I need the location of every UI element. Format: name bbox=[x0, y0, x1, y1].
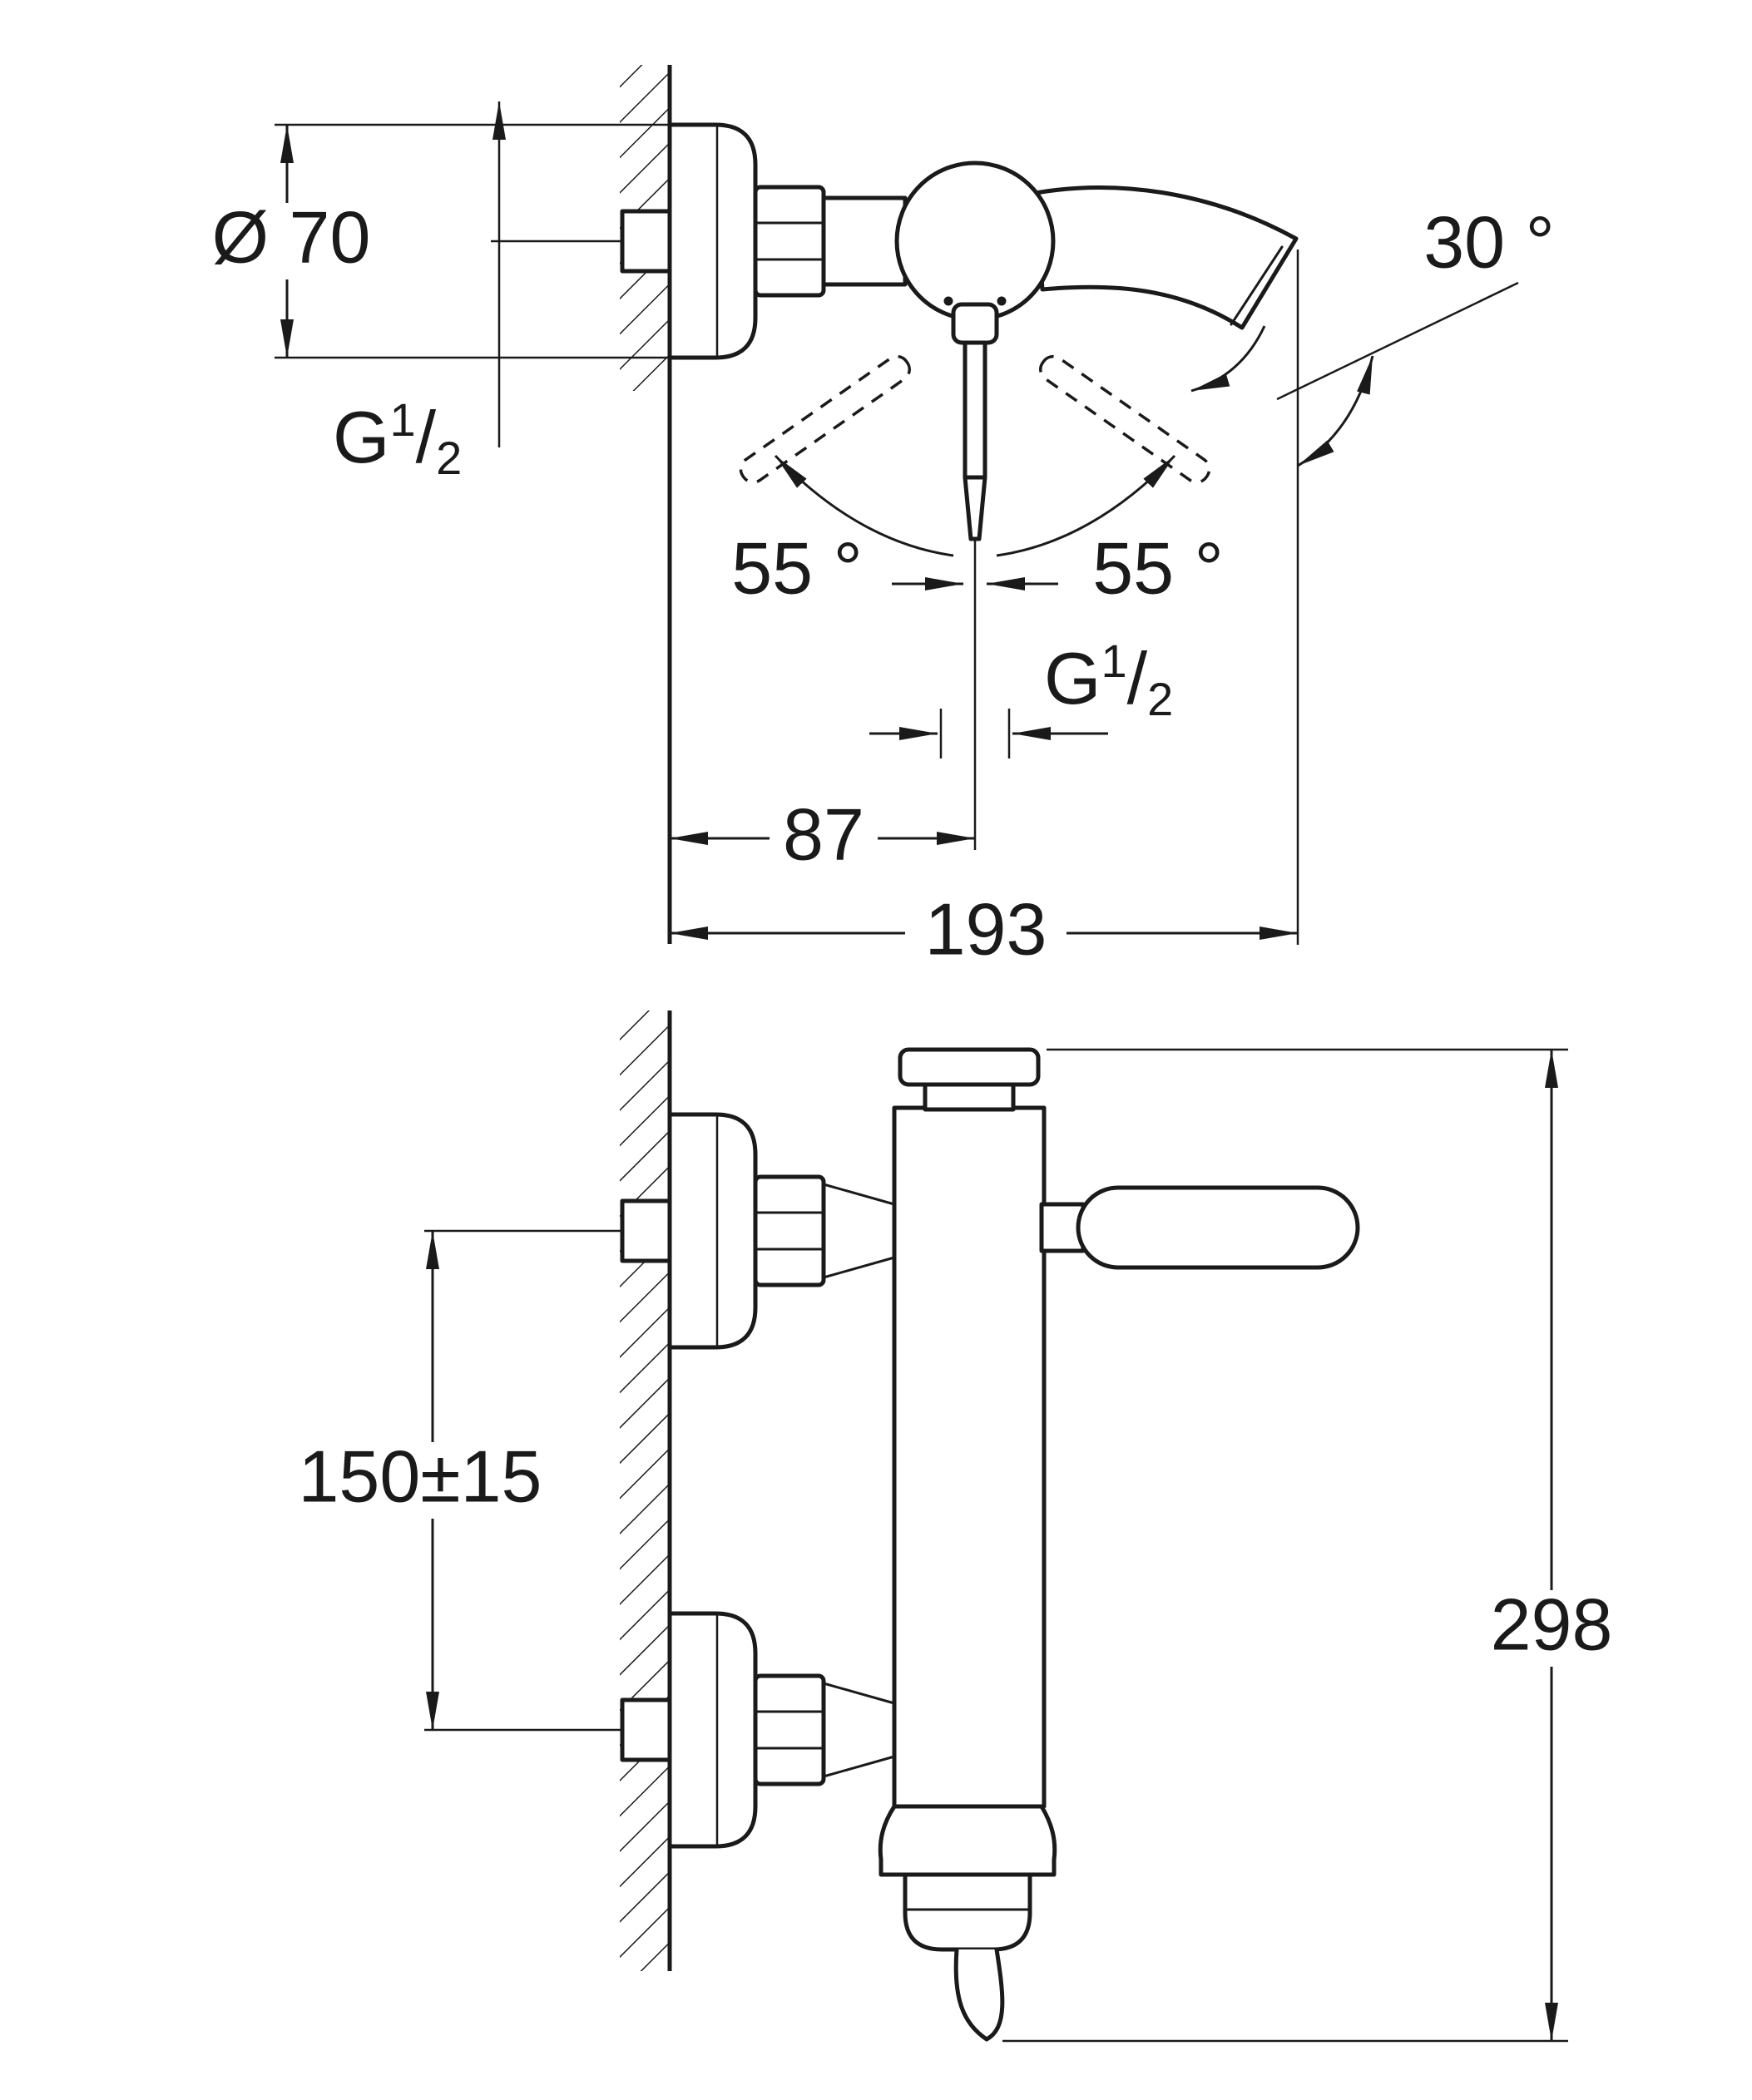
dim-150: 150±15 bbox=[293, 1231, 547, 1730]
top-view: Ø 70 G1/2 55 ° bbox=[210, 65, 1555, 971]
inlet-tail-fitting bbox=[620, 209, 672, 274]
mixer-body bbox=[892, 1105, 1047, 1809]
lever-swing-right-dashed bbox=[1039, 354, 1211, 484]
dim-87: 87 bbox=[670, 793, 975, 877]
label-mask bbox=[770, 800, 878, 877]
spout-outlet-rim bbox=[1230, 245, 1284, 326]
mixer-body-sphere bbox=[894, 161, 1056, 322]
thread-slash: / bbox=[416, 396, 437, 478]
inlet-escutcheon bbox=[667, 122, 758, 360]
tail-fitting-bottom bbox=[620, 1697, 672, 1762]
label-diameter-70: Ø 70 bbox=[212, 195, 371, 278]
label-angle-55-right: 55 ° bbox=[1092, 526, 1224, 609]
lever-rod bbox=[963, 340, 987, 480]
dim-diameter-70: Ø 70 bbox=[210, 123, 670, 359]
cone-edge bbox=[822, 1183, 896, 1206]
detail-dot bbox=[943, 296, 953, 306]
outlet-cup bbox=[903, 1872, 1032, 1952]
escutcheon-top bbox=[667, 1112, 758, 1350]
label-thread-outlet: G1/2 bbox=[1044, 635, 1173, 725]
arc-55-left bbox=[774, 454, 954, 557]
label-angle-55-left: 55 ° bbox=[731, 526, 863, 609]
cap-neck bbox=[923, 1082, 1016, 1112]
wall-hatch-front bbox=[620, 1010, 670, 1971]
lever-handle bbox=[1076, 1185, 1360, 1270]
thread-slash: / bbox=[1127, 637, 1148, 719]
arc-55-right bbox=[996, 454, 1176, 557]
thread-g: G bbox=[333, 396, 389, 478]
cone-edge bbox=[822, 1256, 896, 1279]
label-dim-150: 150±15 bbox=[298, 1435, 542, 1517]
label-mask bbox=[293, 1442, 547, 1519]
union-nut-bottom bbox=[753, 1673, 826, 1786]
label-angle-30: 30 ° bbox=[1423, 200, 1555, 283]
dim-thread-outlet: G1/2 bbox=[869, 635, 1173, 758]
label-dim-193: 193 bbox=[925, 887, 1047, 970]
thread-den: 2 bbox=[1147, 673, 1173, 725]
label-mask bbox=[1479, 1590, 1624, 1667]
thread-den: 2 bbox=[436, 432, 462, 484]
label-thread-inlet: G1/2 bbox=[333, 393, 462, 484]
dim-298: 298 bbox=[1002, 1048, 1624, 2043]
flow-direction-arrow bbox=[1190, 325, 1266, 393]
thread-g: G bbox=[1044, 637, 1101, 719]
lever-swing-left-dashed bbox=[739, 354, 911, 484]
lever-tip bbox=[963, 475, 987, 541]
label-dim-298: 298 bbox=[1491, 1583, 1613, 1665]
spout bbox=[1033, 185, 1299, 330]
union-nut bbox=[753, 185, 826, 298]
water-stream-tip bbox=[953, 1947, 1005, 2042]
cone-edge bbox=[822, 1755, 896, 1778]
top-cap bbox=[898, 1047, 1041, 1087]
outlet-collar bbox=[878, 1804, 1057, 1877]
angle-reference-line bbox=[1276, 281, 1519, 401]
thread-num: 1 bbox=[389, 393, 415, 446]
label-dim-87: 87 bbox=[783, 793, 864, 875]
cone-edge bbox=[822, 1682, 896, 1705]
dim-angle-30: 30 ° bbox=[1190, 200, 1555, 945]
arc-30 bbox=[1297, 355, 1374, 467]
lever-collar bbox=[951, 302, 999, 345]
connection-pipe bbox=[821, 195, 908, 287]
front-view: 150±15 298 bbox=[293, 1010, 1624, 2043]
label-mask bbox=[210, 203, 373, 279]
union-nut-top bbox=[753, 1174, 826, 1287]
detail-dot bbox=[997, 296, 1007, 306]
tail-fitting-top bbox=[620, 1198, 672, 1263]
dim-193: 193 bbox=[670, 887, 1298, 971]
label-mask bbox=[905, 895, 1067, 971]
thread-num: 1 bbox=[1101, 635, 1126, 687]
escutcheon-bottom bbox=[667, 1611, 758, 1849]
